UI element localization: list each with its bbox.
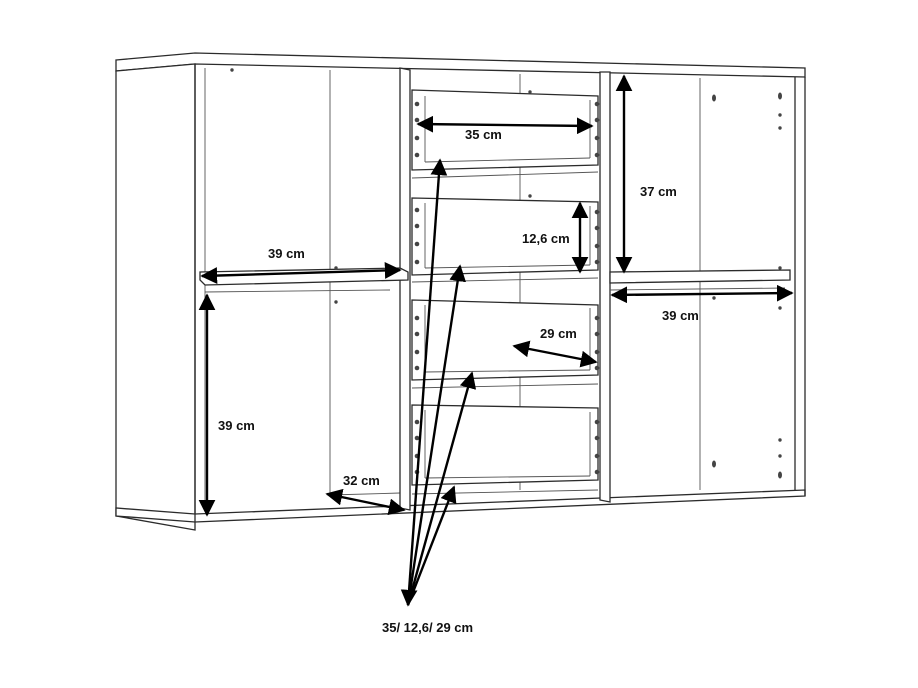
drawer-4 (411, 404, 599, 495)
drawer-2 (411, 197, 599, 283)
dimension-arrows (198, 74, 794, 607)
arrow-left-depth (325, 488, 406, 516)
arrow-left-width (200, 262, 402, 284)
label-right-upper-height: 37 cm (640, 184, 677, 199)
label-drawer-height: 12,6 cm (522, 231, 570, 246)
label-left-lower-height: 39 cm (218, 418, 255, 433)
label-left-depth: 32 cm (343, 473, 380, 488)
label-right-width: 39 cm (662, 308, 699, 323)
callout-arrow-drawer-4 (406, 485, 457, 606)
label-left-width: 39 cm (268, 246, 305, 261)
arrow-drawer-width (416, 115, 594, 135)
label-drawer-width: 35 cm (465, 127, 502, 142)
label-drawer-summary: 35/ 12,6/ 29 cm (382, 620, 473, 635)
arrow-right-width (610, 284, 794, 304)
callout-arrow-drawer-3 (406, 371, 477, 606)
dimension-labels: 35 cm 12,6 cm 29 cm 37 cm 39 cm 39 cm 39… (218, 127, 699, 635)
arrow-drawer-depth (512, 340, 598, 368)
callout-arrow-drawer-2 (406, 264, 467, 606)
callout-arrow-drawer-1 (400, 158, 448, 607)
label-drawer-depth: 29 cm (540, 326, 577, 341)
drawer-stack (411, 89, 599, 495)
drawer-3 (411, 299, 599, 389)
